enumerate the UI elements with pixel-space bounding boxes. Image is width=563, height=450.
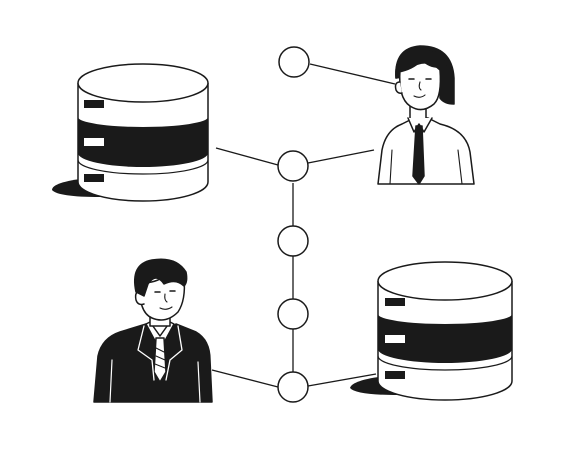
woman-tie <box>412 125 425 185</box>
woman-collar <box>407 117 433 133</box>
link-db1-to-hub <box>215 147 279 166</box>
network-node-hub-lower <box>277 371 309 403</box>
database-icon <box>52 63 209 202</box>
database-band <box>378 314 512 363</box>
woman-bangs <box>395 47 447 79</box>
man-avatar <box>93 258 213 403</box>
woman-mouth <box>413 94 426 98</box>
database-lower-rim <box>77 159 209 175</box>
woman-nose <box>418 81 422 91</box>
network-node-top <box>278 46 310 78</box>
link-man-to-bottom-hub <box>211 369 279 388</box>
network-connections <box>211 63 396 388</box>
database-band <box>78 117 208 167</box>
network-nodes <box>277 46 310 403</box>
database-lower-rim <box>377 355 513 371</box>
link-top-node-to-woman <box>309 63 396 85</box>
link-hub-to-woman <box>307 149 375 164</box>
man-tie-pattern <box>154 347 166 369</box>
database-slot <box>84 138 104 146</box>
database-slot <box>385 335 405 343</box>
database-top <box>77 63 209 103</box>
man-face <box>139 275 186 321</box>
database-slot <box>385 298 405 306</box>
man-arm-line <box>109 359 201 403</box>
link-bottom-hub-to-db2 <box>307 373 377 387</box>
database-slot <box>84 100 104 108</box>
database-slot <box>84 174 104 182</box>
woman-shirt-fold <box>389 149 463 185</box>
woman-ear <box>394 81 403 94</box>
man-nose <box>164 293 168 303</box>
man-mouth <box>159 306 173 310</box>
network-node-middle <box>277 225 309 257</box>
database-slot <box>385 371 405 379</box>
network-node-hub-upper <box>277 150 309 182</box>
woman-avatar <box>377 45 475 185</box>
network-node-lower <box>277 298 309 330</box>
database-top <box>377 261 513 301</box>
database-icon <box>350 261 513 401</box>
man-hair <box>134 258 188 297</box>
man-lapel <box>137 325 183 381</box>
